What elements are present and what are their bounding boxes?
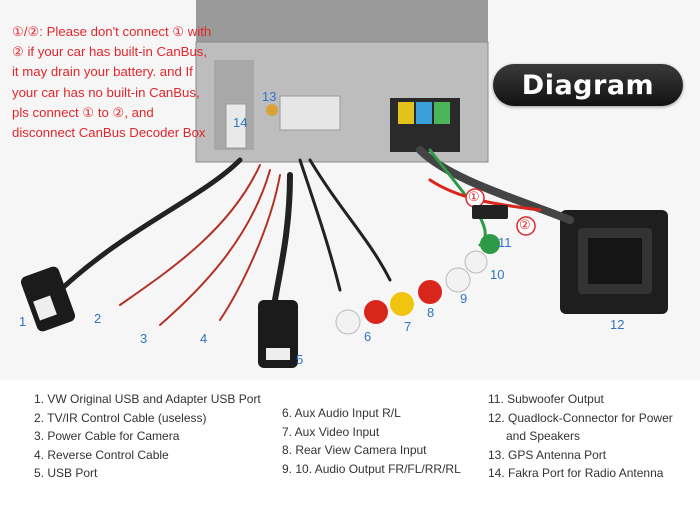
callout-11: 11 [498, 235, 512, 250]
legend-item: 14. Fakra Port for Radio Antenna [488, 466, 664, 481]
callout-10: 10 [490, 267, 505, 282]
callout-circle-1: ① [468, 189, 480, 204]
diagram-title-badge: Diagram [493, 64, 683, 106]
callout-12: 12 [610, 317, 625, 332]
marker-ring-2 [516, 216, 536, 236]
callout-9: 9 [460, 291, 468, 306]
legend-item: 2. TV/IR Control Cable (useless) [34, 410, 207, 425]
wiring-harness-illustration [20, 0, 668, 368]
usb-connector-1 [20, 266, 76, 332]
callout-circle-2: ② [519, 217, 531, 232]
canbus-plug [472, 205, 508, 219]
callout-2: 2 [94, 311, 102, 326]
callout-3: 3 [140, 331, 148, 346]
callout-7: 7 [404, 319, 412, 334]
canbus-warning-text: ①/②: Please don't connect ① with ② if yo… [12, 24, 212, 141]
callout-5: 5 [296, 352, 304, 367]
legend-column-1: 1. VW Original USB and Adapter USB Port … [34, 390, 261, 483]
legend-item: 4. Reverse Control Cable [34, 447, 169, 462]
legend-item: 13. GPS Antenna Port [488, 447, 607, 462]
cables [47, 146, 574, 326]
head-unit-back [195, 0, 489, 163]
quadlock-connector [560, 210, 668, 314]
legend-item: and Speakers [506, 429, 581, 444]
callout-4: 4 [200, 331, 208, 346]
callout-1: 1 [19, 314, 27, 329]
diagram-title: Diagram [521, 69, 655, 101]
legend-item: 6. Aux Audio Input R/L [282, 406, 401, 420]
callout-6: 6 [364, 329, 372, 344]
usb-connector-5 [258, 300, 298, 368]
legend-item: 12. Quadlock-Connector for Power [488, 410, 673, 425]
callout-13: 13 [262, 89, 277, 104]
callout-8: 8 [427, 305, 435, 320]
rca-plugs [335, 234, 500, 335]
legend-item: 11. Subwoofer Output [488, 392, 604, 406]
legend-column-2: 6. Aux Audio Input R/L 7. Aux Video Inpu… [282, 404, 461, 478]
callout-14: 14 [233, 115, 248, 130]
legend-item: 1. VW Original USB and Adapter USB Port [34, 392, 261, 406]
legend-column-3: 11. Subwoofer Output 12. Quadlock-Connec… [488, 390, 673, 483]
legend-item: 8. Rear View Camera Input [282, 443, 427, 458]
legend-item: 3. Power Cable for Camera [34, 429, 180, 444]
legend-item: 9. 10. Audio Output FR/FL/RR/RL [282, 461, 461, 476]
legend-item: 5. USB Port [34, 466, 98, 481]
legend-item: 7. Aux Video Input [282, 424, 380, 439]
